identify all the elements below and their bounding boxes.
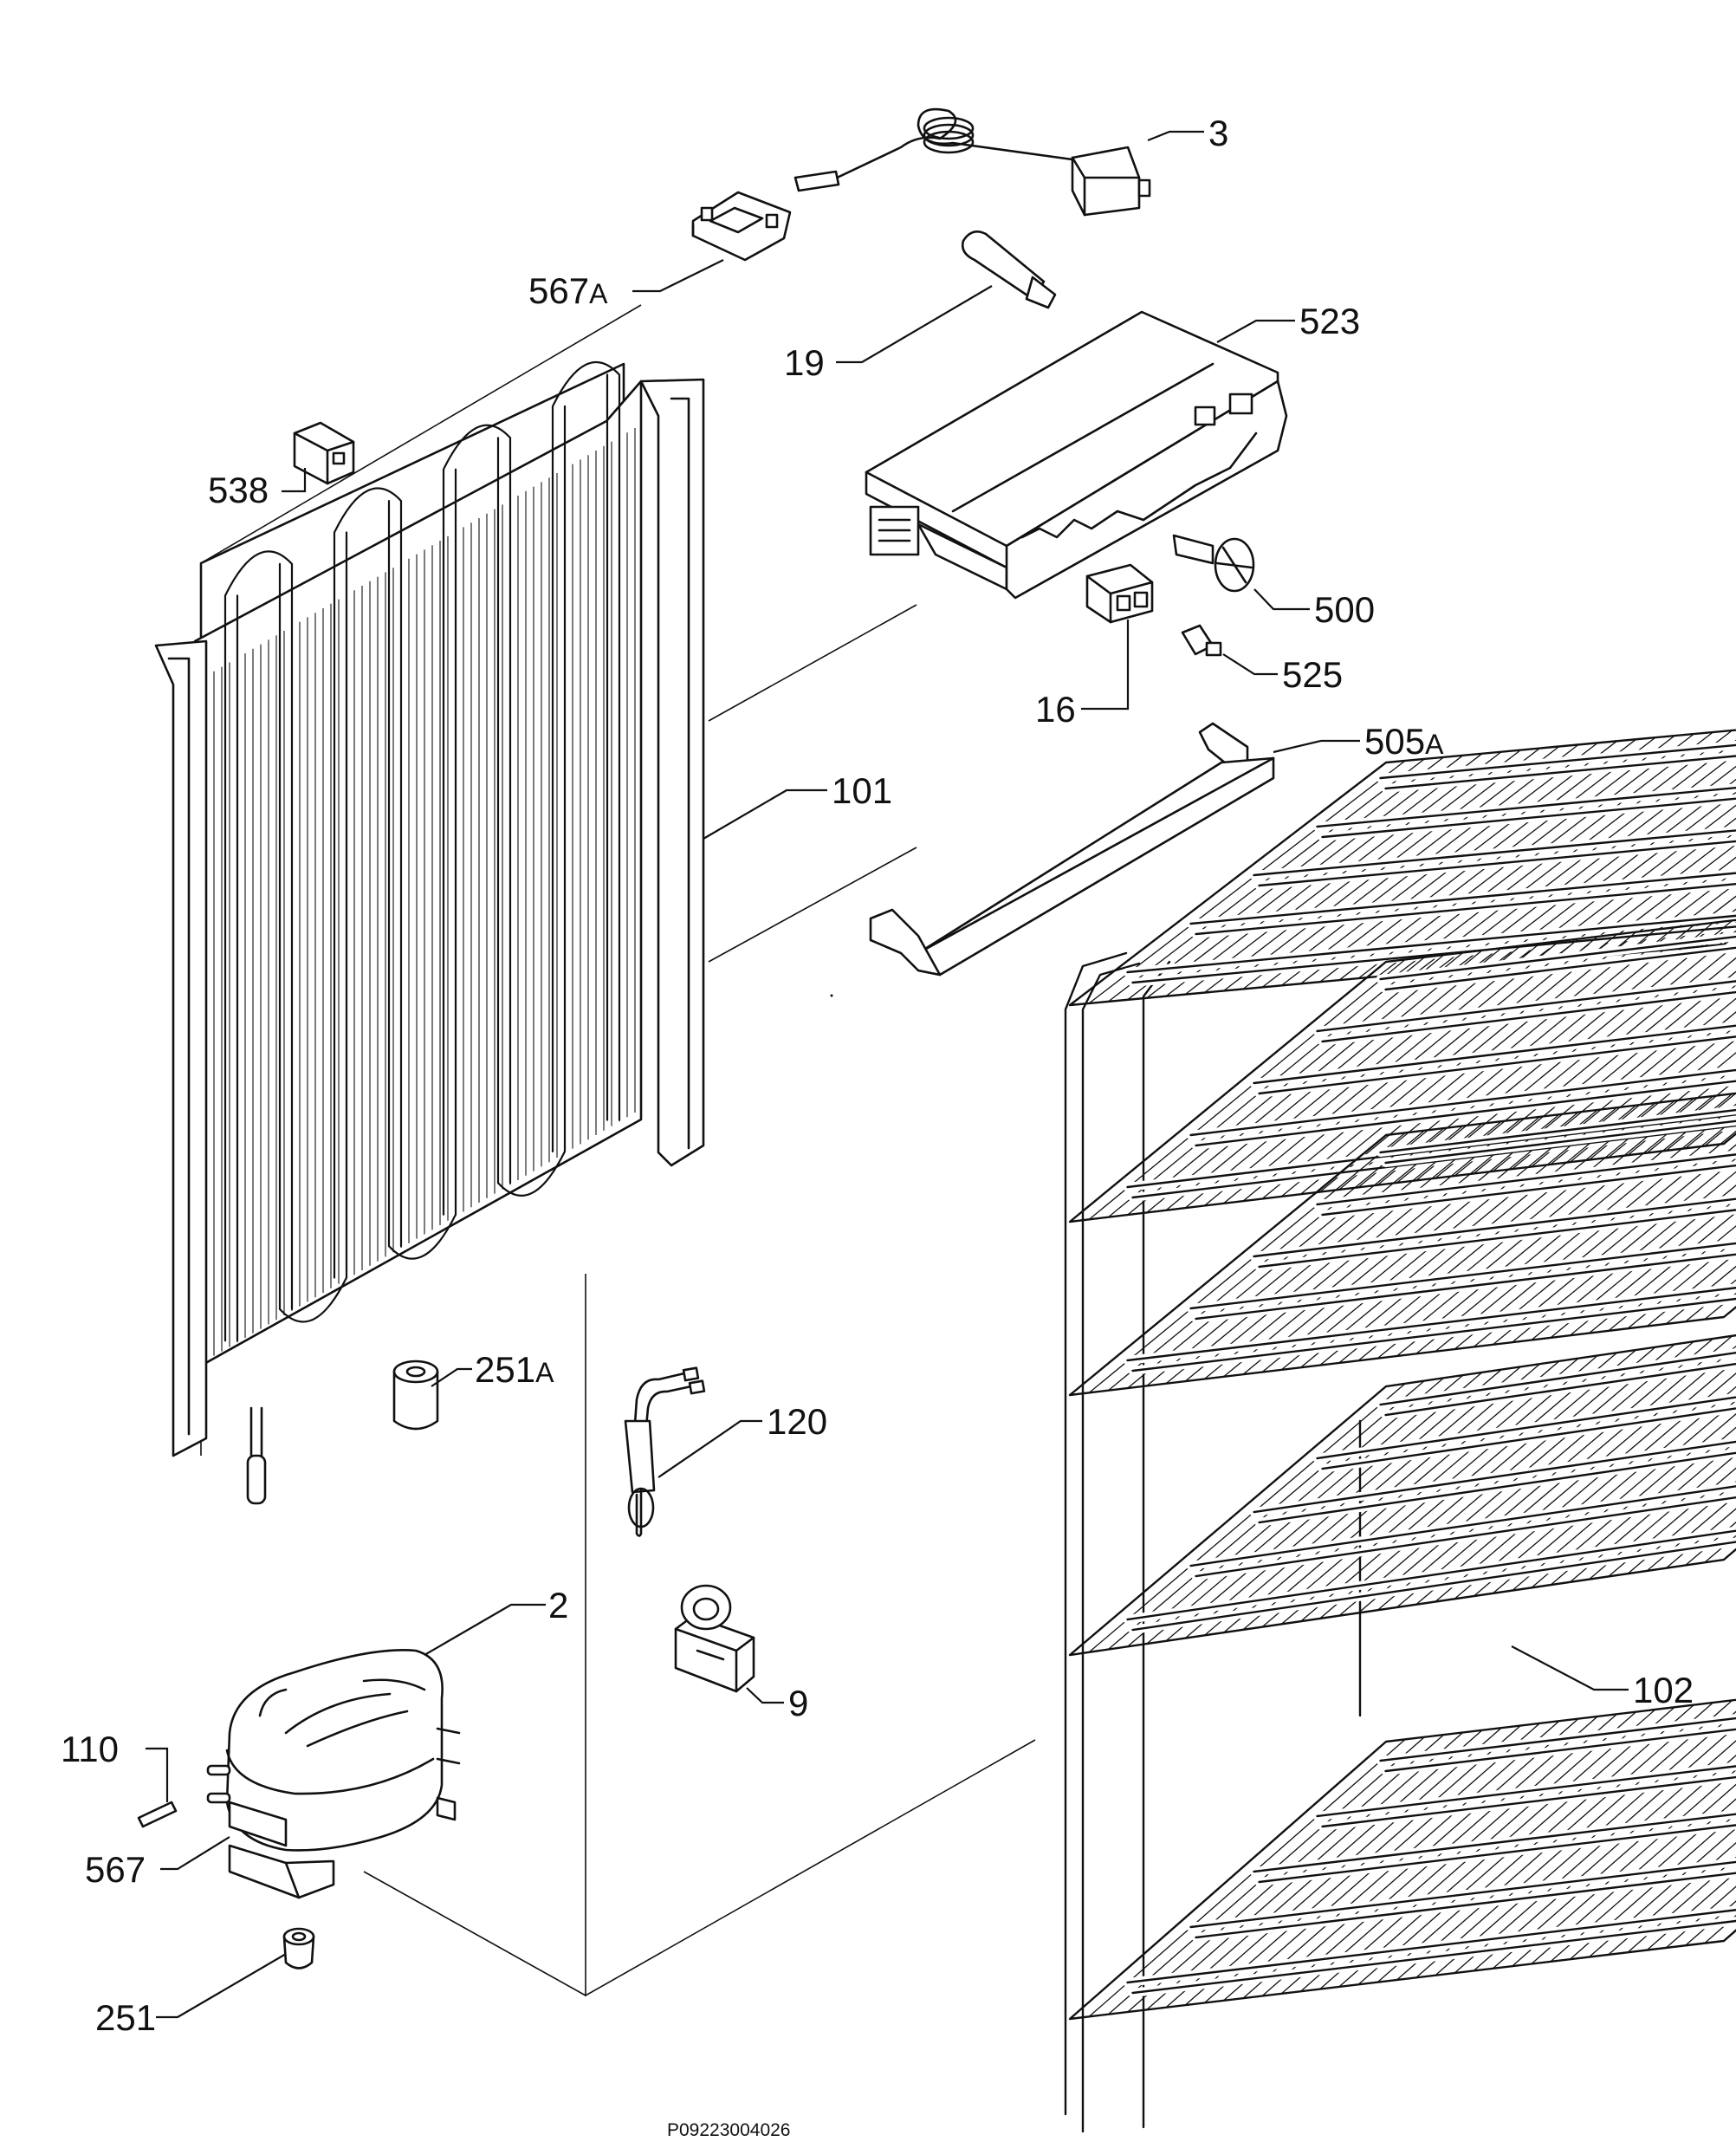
pin-110	[137, 1801, 178, 1828]
control-box-523	[865, 310, 1288, 600]
callout-251A: 251A	[475, 1349, 554, 1390]
thermostat-3	[794, 107, 1151, 217]
callout-110: 110	[61, 1729, 119, 1769]
callout-19: 19	[784, 342, 825, 383]
lamp-19	[962, 230, 1057, 309]
drawing-code: P09223004026	[667, 2120, 790, 2140]
callout-500: 500	[1314, 589, 1375, 630]
knob-500	[1172, 534, 1255, 593]
callout-251: 251	[95, 1997, 156, 2038]
clip-567A	[691, 191, 792, 262]
callout-102: 102	[1633, 1670, 1694, 1710]
callout-9: 9	[788, 1683, 808, 1723]
callout-16: 16	[1035, 689, 1076, 730]
block-538	[293, 421, 355, 485]
relay-9	[674, 1584, 755, 1693]
callout-525: 525	[1282, 654, 1343, 695]
evaporator-102	[1064, 729, 1736, 2133]
callout-538: 538	[208, 470, 269, 510]
callout-2: 2	[548, 1585, 568, 1626]
callout-3: 3	[1208, 113, 1228, 153]
leader-lines	[146, 130, 1629, 2019]
callout-505A: 505A	[1364, 721, 1444, 762]
callout-120: 120	[767, 1401, 827, 1442]
grommet-251	[282, 1927, 315, 1970]
rail-505A	[869, 722, 1275, 977]
condenser-101	[154, 360, 705, 1505]
callout-523: 523	[1299, 301, 1360, 341]
callout-labels: 3 567A 19 523 538 500 525 16 505A 101 25…	[61, 113, 1694, 2038]
lampholder-525	[1181, 624, 1222, 657]
compressor-2	[206, 1648, 461, 1899]
sensor-120	[624, 1366, 706, 1537]
switch-16	[1085, 563, 1154, 624]
callout-567: 567	[85, 1849, 146, 1890]
callout-101: 101	[832, 770, 892, 811]
callout-567A: 567A	[528, 270, 608, 311]
grommet-251A	[392, 1360, 439, 1431]
